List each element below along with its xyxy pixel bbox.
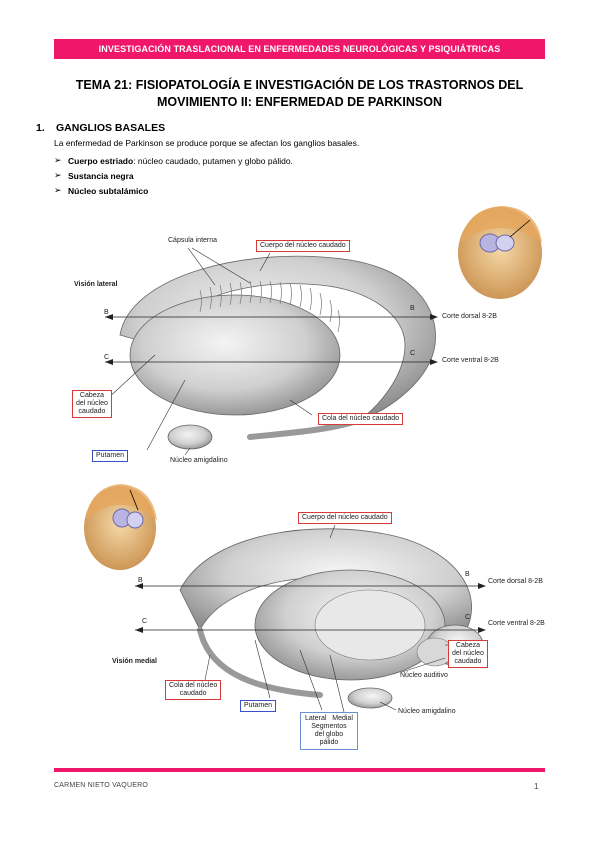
footer-divider: [54, 768, 545, 772]
globo-palido-label: Lateral Medial Segmentos del globo pálid…: [300, 712, 358, 750]
cut-c-left-label: C: [104, 354, 110, 361]
page-title-line-1: TEMA 21: FISIOPATOLOGÍA E INVESTIGACIÓN …: [75, 78, 524, 92]
cabeza-line-3: caudado: [78, 408, 106, 415]
list-item: ➢ Cuerpo estriado: núcleo caudado, putam…: [54, 153, 293, 168]
corte-ventral-label: Corte ventral 8-2B: [442, 357, 499, 364]
cut-c-left-label: C: [142, 618, 148, 625]
cabeza-caudado-label: Cabeza del núcleo caudado: [448, 640, 488, 668]
head-illustration: [458, 206, 542, 299]
lateral-label: Lateral: [305, 715, 327, 722]
page-title: TEMA 21: FISIOPATOLOGÍA E INVESTIGACIÓN …: [54, 77, 545, 111]
bullet-list: ➢ Cuerpo estriado: núcleo caudado, putam…: [54, 153, 293, 198]
capsula-interna-label: Cápsula interna: [168, 237, 218, 244]
cola-line-1: Cola del núcleo: [169, 682, 218, 689]
medial-label: Medial: [332, 715, 353, 722]
cabeza-line-3: caudado: [454, 658, 482, 665]
header-banner: INVESTIGACIÓN TRASLACIONAL EN ENFERMEDAD…: [54, 39, 545, 59]
cut-b-left-label: B: [104, 309, 109, 316]
segmentos-line-2: del globo: [314, 731, 344, 738]
corte-ventral-label: Corte ventral 8-2B: [488, 620, 545, 627]
cut-b-right-label: B: [465, 571, 470, 578]
section-title: GANGLIOS BASALES: [56, 122, 166, 134]
arrow-bullet-icon: ➢: [54, 170, 62, 180]
bullet-bold: Núcleo subtalámico: [68, 185, 149, 196]
cabeza-line-2: del núcleo: [76, 400, 108, 407]
cola-caudado-label: Cola del núcleo caudado: [165, 680, 222, 700]
section-heading: 1. GANGLIOS BASALES: [36, 122, 165, 134]
page-title-line-2: MOVIMIENTO II: ENFERMEDAD DE PARKINSON: [157, 95, 442, 109]
view-label-medial: Visión medial: [112, 658, 157, 665]
corte-dorsal-label: Corte dorsal 8-2B: [442, 313, 497, 320]
putamen-label: Putamen: [240, 700, 277, 712]
cut-c-right-label: C: [410, 350, 416, 357]
cuerpo-caudado-label: Cuerpo del núcleo caudado: [256, 240, 350, 252]
cut-b-right-label: B: [410, 305, 415, 312]
corte-dorsal-label: Corte dorsal 8-2B: [488, 578, 543, 585]
section-number: 1.: [36, 122, 45, 134]
segmentos-line-1: Segmentos: [311, 723, 347, 730]
page-number: 1: [534, 782, 539, 791]
amigdalino-label: Núcleo amigdalino: [170, 457, 228, 464]
cut-b-left-label: B: [138, 577, 143, 584]
cabeza-line-1: Cabeza: [79, 392, 105, 399]
cabeza-line-2: del núcleo: [452, 650, 484, 657]
cabeza-caudado-label: Cabeza del núcleo caudado: [72, 390, 112, 418]
basal-ganglia-medial-figure: Cuerpo del núcleo caudado B B Corte dors…: [60, 480, 550, 760]
basal-ganglia-lateral-figure: Visión lateral Cápsula interna Cuerpo de…: [60, 205, 550, 475]
bullet-bold: Sustancia negra: [68, 170, 134, 181]
footer-author: CARMEN NIETO VAQUERO: [54, 782, 148, 789]
list-item: ➢ Sustancia negra: [54, 168, 293, 183]
cola-caudado-label: Cola del núcleo caudado: [318, 413, 404, 425]
putamen-label: Putamen: [92, 450, 129, 462]
arrow-bullet-icon: ➢: [54, 185, 62, 195]
cuerpo-caudado-label: Cuerpo del núcleo caudado: [298, 512, 392, 524]
arrow-bullet-icon: ➢: [54, 155, 62, 165]
auditivo-label: Núcleo auditivo: [400, 672, 448, 679]
view-label-lateral: Visión lateral: [74, 281, 118, 288]
amigdalino-label: Núcleo amigdalino: [398, 708, 456, 715]
bullet-bold: Cuerpo estriado: [68, 155, 134, 166]
list-item: ➢ Núcleo subtalámico: [54, 183, 293, 198]
lateral-illustration: [105, 206, 542, 456]
lateral-medial-row: Lateral Medial: [305, 715, 353, 723]
cut-c-right-label: C: [465, 614, 471, 621]
head-illustration: [84, 484, 157, 570]
section-intro: La enfermedad de Parkinson se produce po…: [54, 138, 360, 148]
bullet-text: : núcleo caudado, putamen y globo pálido…: [133, 155, 293, 166]
cola-line-2: caudado: [179, 690, 207, 697]
segmentos-line-3: pálido: [319, 739, 339, 746]
cabeza-line-1: Cabeza: [455, 642, 481, 649]
medial-illustration: [84, 484, 486, 713]
